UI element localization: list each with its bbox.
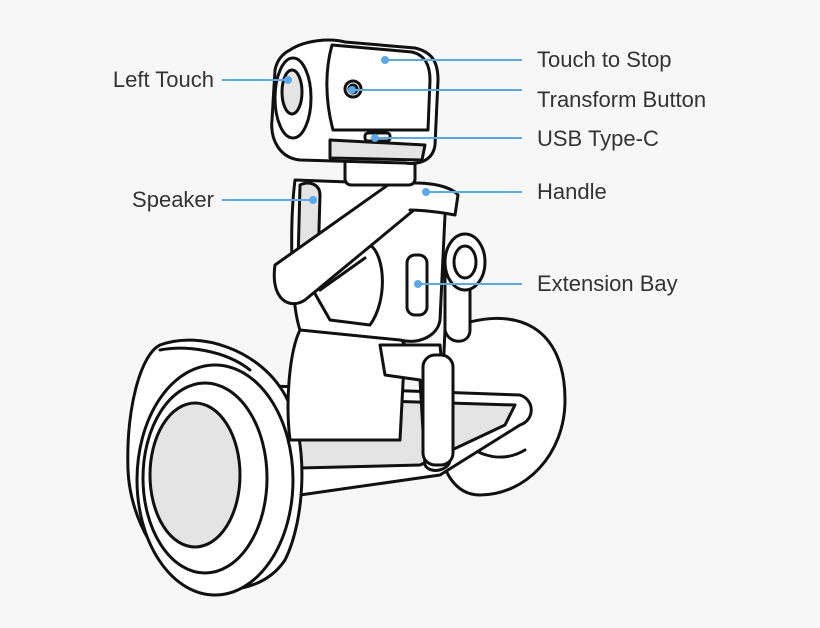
leader-dot-transform-button [348, 86, 356, 94]
leader-dot-speaker [309, 196, 317, 204]
label-handle: Handle [537, 179, 607, 204]
leader-dot-usb-type-c [371, 134, 379, 142]
label-left-touch: Left Touch [112, 67, 214, 92]
leader-lines [222, 56, 522, 288]
head [270, 38, 440, 165]
label-transform-button: Transform Button [537, 87, 707, 112]
label-speaker: Speaker [132, 187, 214, 212]
label-touch-to-stop: Touch to Stop [537, 47, 672, 72]
leader-dot-touch-to-stop [381, 56, 389, 64]
front-wheel [126, 338, 304, 597]
label-extension-bay: Extension Bay [537, 271, 678, 296]
extension-bay-accessory [443, 232, 487, 343]
leader-dot-extension-bay [414, 280, 422, 288]
leader-dot-left-touch [284, 76, 292, 84]
leader-dot-handle [422, 188, 430, 196]
label-usb-type-c: USB Type-C [537, 126, 659, 151]
